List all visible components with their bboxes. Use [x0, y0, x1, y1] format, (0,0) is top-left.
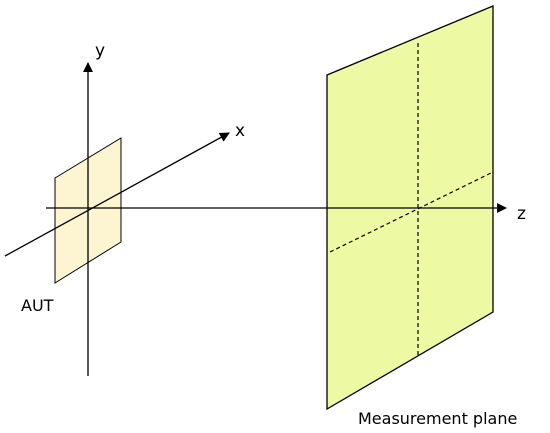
measurement-plane-label: Measurement plane — [358, 409, 517, 428]
measurement-plane-horizontal-centerline — [329, 171, 494, 253]
aut-label: AUT — [21, 296, 54, 315]
x-axis-label: x — [235, 121, 245, 141]
x-axis — [4, 132, 230, 257]
z-axis-label: z — [517, 204, 526, 224]
y-axis-label: y — [95, 41, 105, 61]
